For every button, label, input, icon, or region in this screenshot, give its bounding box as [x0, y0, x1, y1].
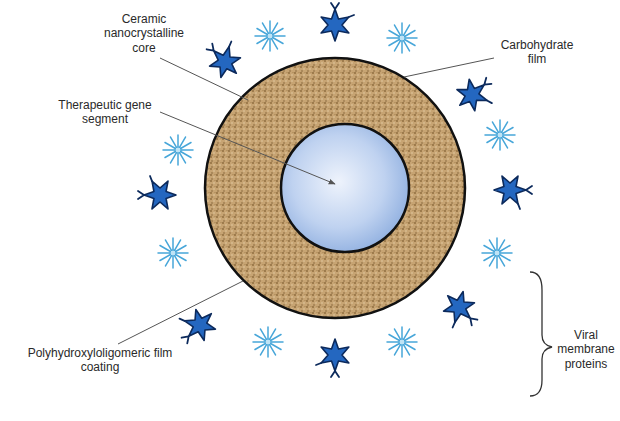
leader-line	[160, 112, 335, 184]
leader-line	[118, 281, 243, 344]
light-protein	[255, 21, 285, 51]
light-protein	[387, 327, 417, 357]
light-protein	[387, 23, 417, 53]
light-protein	[163, 135, 193, 165]
light-protein	[158, 238, 188, 268]
callout-label: Ceramic nanocrystalline core	[98, 12, 190, 55]
light-protein	[482, 238, 512, 268]
callout-label: Carbohydrate film	[494, 38, 580, 67]
light-protein	[253, 327, 283, 357]
callout-label: Polyhydroxyloligomeric film coating	[10, 346, 190, 375]
callout-label: Viral membrane proteins	[556, 328, 616, 371]
dark-protein	[316, 339, 349, 377]
core-circle	[281, 124, 409, 252]
dark-protein	[434, 286, 484, 336]
dark-protein	[494, 176, 532, 209]
dark-protein	[200, 33, 250, 83]
dark-protein	[138, 176, 176, 209]
light-protein	[485, 120, 515, 150]
dark-protein	[321, 3, 354, 41]
callout-label: Therapeutic gene segment	[55, 98, 155, 127]
dark-protein	[171, 300, 221, 350]
bracket	[530, 272, 552, 396]
dark-protein	[451, 70, 501, 120]
leader-line	[404, 58, 494, 77]
leader-line	[160, 58, 248, 100]
film-coating-ring	[205, 58, 465, 318]
